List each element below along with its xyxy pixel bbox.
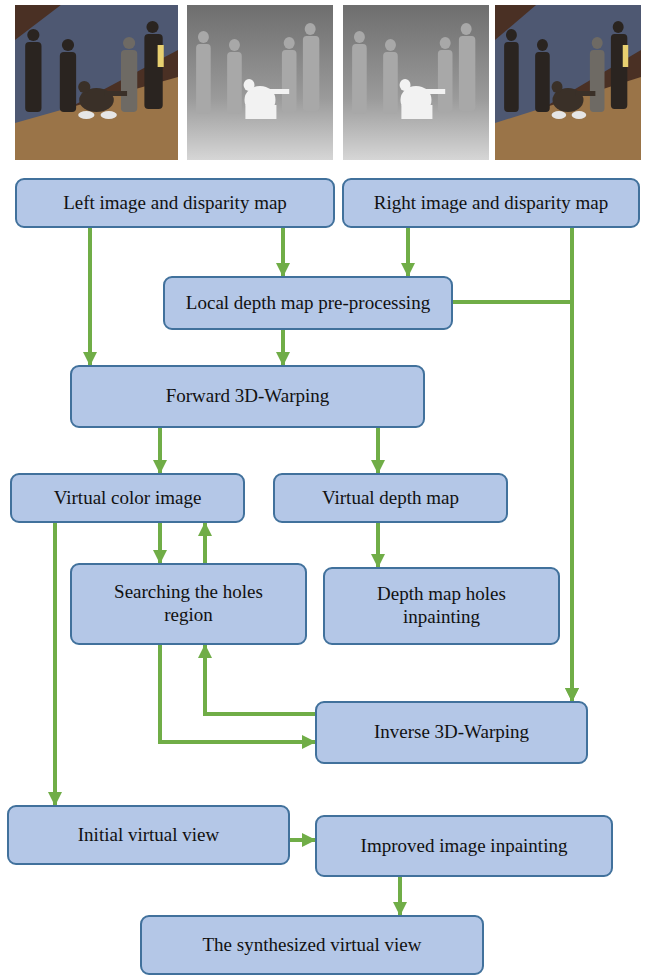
box-label: Forward 3D-Warping <box>166 385 330 408</box>
process-box: Improved image inpainting <box>315 815 613 877</box>
flow-arrow <box>160 645 315 742</box>
flow-arrow <box>281 228 285 276</box>
right-disparity-map <box>343 5 489 160</box>
process-box: Initial virtual view <box>7 805 290 865</box>
right-color-image <box>495 5 641 160</box>
process-box: Local depth map pre-processing <box>163 276 453 330</box>
process-box: Searching the holes region <box>70 563 307 645</box>
flow-arrow <box>53 523 57 805</box>
flow-arrow <box>376 523 380 567</box>
box-label: Left image and disparity map <box>63 192 287 215</box>
flow-arrow <box>281 330 285 365</box>
box-label: Inverse 3D-Warping <box>374 721 529 744</box>
box-label: Searching the holes region <box>99 581 279 627</box>
process-box: The synthesized virtual view <box>140 915 484 975</box>
process-box: Forward 3D-Warping <box>70 365 425 428</box>
box-label: Right image and disparity map <box>374 192 608 215</box>
flow-arrow <box>158 428 162 473</box>
process-box: Virtual depth map <box>273 473 508 523</box>
flow-arrow <box>406 228 410 276</box>
flow-arrow <box>290 838 315 842</box>
process-box: Left image and disparity map <box>15 178 335 228</box>
box-label: Depth map holes inpainting <box>367 583 517 629</box>
box-label: Virtual depth map <box>322 487 459 510</box>
process-box: Inverse 3D-Warping <box>315 701 588 764</box>
process-box: Right image and disparity map <box>342 178 640 228</box>
box-label: Initial virtual view <box>78 824 219 847</box>
flow-arrow <box>203 523 207 563</box>
process-box: Depth map holes inpainting <box>323 567 560 645</box>
box-label: The synthesized virtual view <box>203 934 422 957</box>
box-label: Improved image inpainting <box>361 835 568 858</box>
box-label: Local depth map pre-processing <box>186 292 430 315</box>
flow-arrow <box>158 523 162 563</box>
box-label: Virtual color image <box>54 487 202 510</box>
flow-arrow <box>205 645 315 714</box>
left-color-image <box>15 5 178 160</box>
process-box: Virtual color image <box>10 473 245 523</box>
left-disparity-map <box>187 5 333 160</box>
flow-arrow <box>398 877 402 915</box>
flow-arrow <box>88 228 92 365</box>
flow-arrow <box>376 428 380 473</box>
